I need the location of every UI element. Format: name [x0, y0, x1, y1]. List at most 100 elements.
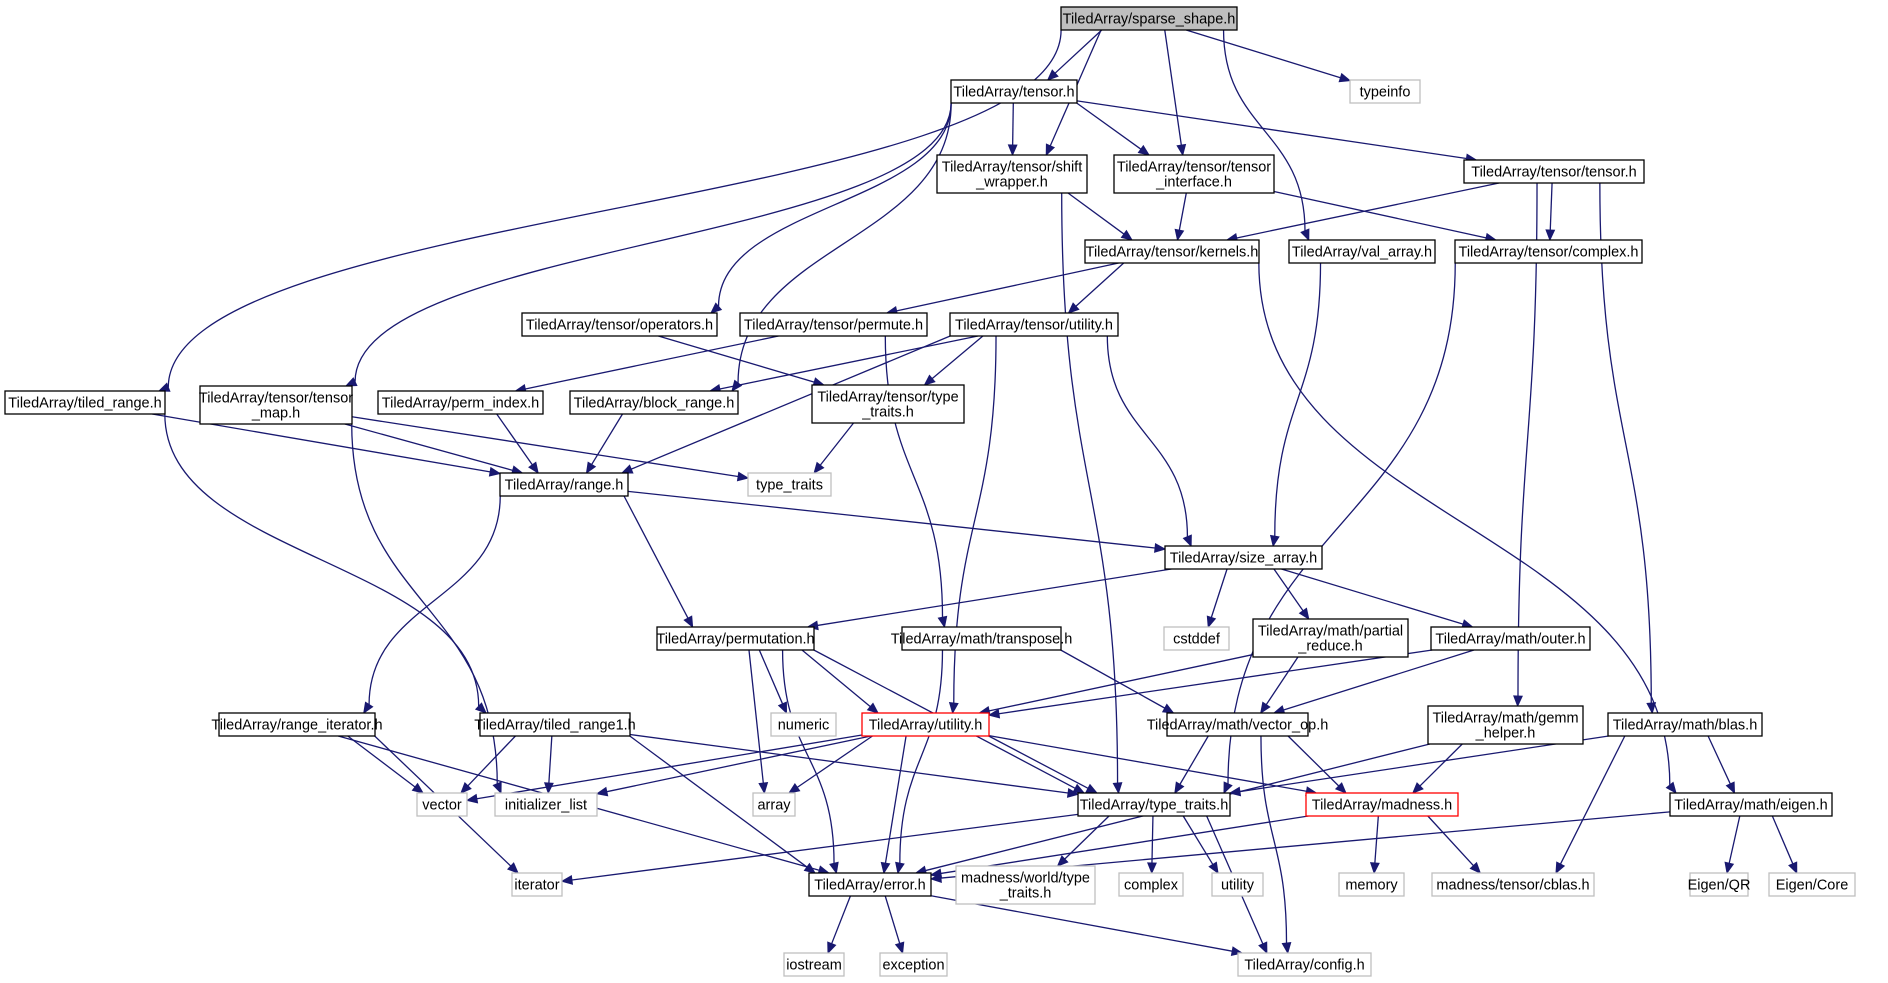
node-label: _traits.h — [999, 886, 1052, 902]
node-utility-h[interactable]: TiledArray/utility.h — [861, 712, 990, 737]
node-box — [1113, 154, 1275, 194]
edge-kernels-to-permute — [896, 262, 1119, 312]
node-memory: memory — [1338, 872, 1405, 897]
node-transpose[interactable]: TiledArray/math/transpose.h — [891, 626, 1073, 651]
arrowhead-icon — [1788, 861, 1798, 875]
edge-tensor-to-block_range — [737, 102, 952, 384]
node-tiled-range[interactable]: TiledArray/tiled_range.h — [4, 390, 166, 415]
arrowhead-icon — [1545, 229, 1556, 242]
arrowhead-icon — [1174, 781, 1185, 795]
edge-range-to-size_array — [627, 490, 1156, 549]
edge-kernels-to-tensor_utility — [1075, 262, 1125, 307]
edge-vector_op-to-ta_type_traits — [1179, 735, 1209, 785]
arrowhead-icon — [1112, 782, 1123, 795]
edge-ta_type_traits-to-utility_std — [1182, 815, 1214, 865]
node-tensor-type-traits[interactable]: TiledArray/tensor/type_traits.h — [811, 384, 965, 424]
node-size-array[interactable]: TiledArray/size_array.h — [1164, 545, 1323, 570]
arrowhead-icon — [1513, 695, 1523, 708]
node-tensor-map[interactable]: TiledArray/tensor/tensor_map.h — [199, 385, 353, 425]
edge-blas-to-cblas — [1559, 735, 1626, 865]
arrowhead-icon — [1154, 543, 1167, 553]
node-complex-h[interactable]: TiledArray/tensor/complex.h — [1454, 239, 1643, 264]
node-operators[interactable]: TiledArray/tensor/operators.h — [521, 312, 718, 337]
node-outer[interactable]: TiledArray/math/outer.h — [1430, 626, 1591, 651]
node-tiled-range1[interactable]: TiledArray/tiled_range1.h — [474, 712, 636, 737]
edge-blas-to-ta_type_traits — [1239, 735, 1609, 793]
edge-tensor_map-to-type_traits_std — [351, 416, 739, 478]
arrowhead-icon — [803, 862, 817, 874]
edge-tensor-to-tensor_map — [354, 102, 952, 382]
node-range[interactable]: TiledArray/range.h — [499, 472, 629, 497]
edge-outer-to-vector_op — [1283, 649, 1475, 711]
node-box — [494, 792, 598, 817]
node-madness[interactable]: TiledArray/madness.h — [1305, 792, 1459, 817]
node-label: Eigen/QR — [1688, 878, 1751, 894]
arrowhead-icon — [1369, 862, 1380, 875]
node-box — [1211, 872, 1264, 897]
edge-utility_h-to-vector — [476, 734, 863, 800]
node-permute[interactable]: TiledArray/tensor/permute.h — [739, 312, 928, 337]
edge-tensor_tensor-to-blas — [1599, 182, 1652, 704]
node-block-range[interactable]: TiledArray/block_range.h — [569, 390, 739, 415]
arrowhead-icon — [736, 471, 750, 482]
edge-val_array-to-size_array — [1274, 262, 1322, 537]
arrowhead-icon — [1161, 703, 1175, 714]
node-tensor[interactable]: TiledArray/tensor.h — [950, 79, 1078, 104]
edges-layer — [152, 29, 1798, 956]
node-tensor-utility[interactable]: TiledArray/tensor/utility.h — [949, 312, 1119, 337]
node-initializer-list: initializer_list — [494, 792, 598, 817]
node-box — [1166, 712, 1309, 737]
node-label: Eigen/Core — [1776, 878, 1849, 894]
node-box — [1427, 705, 1584, 745]
arrowhead-icon — [1007, 144, 1018, 157]
node-label: _traits.h — [861, 405, 914, 421]
edge-error-to-config — [930, 895, 1233, 952]
node-kernels[interactable]: TiledArray/tensor/kernels.h — [1084, 239, 1260, 264]
node-label: _reduce.h — [1297, 639, 1363, 655]
node-label: TiledArray/block_range.h — [574, 396, 735, 412]
node-sparse-shape[interactable]: TiledArray/sparse_shape.h — [1060, 6, 1238, 31]
node-eigen[interactable]: TiledArray/math/eigen.h — [1669, 792, 1833, 817]
arrowhead-icon — [1085, 783, 1099, 794]
edge-size_array-to-outer — [1281, 568, 1464, 625]
node-box — [656, 626, 815, 651]
node-label: _wrapper.h — [975, 175, 1048, 191]
edge-size_array-to-cstddef — [1210, 568, 1228, 618]
node-label: TiledArray/math/eigen.h — [1674, 798, 1827, 814]
edge-tensor_interface-to-kernels — [1178, 192, 1187, 231]
arrowhead-icon — [1046, 69, 1059, 81]
node-ta-type-traits[interactable]: TiledArray/type_traits.h — [1077, 792, 1231, 817]
edge-tiled_range-to-tiled_range1 — [164, 413, 480, 707]
node-cblas: madness/tensor/cblas.h — [1431, 872, 1595, 897]
node-permutation[interactable]: TiledArray/permutation.h — [656, 626, 815, 651]
node-box — [416, 792, 468, 817]
node-vector-op[interactable]: TiledArray/math/vector_op.h — [1147, 712, 1329, 737]
node-label: TiledArray/utility.h — [869, 718, 983, 734]
edge-utility_h-to-initializer_list — [606, 735, 872, 793]
node-val-array[interactable]: TiledArray/val_array.h — [1288, 239, 1436, 264]
node-label: TiledArray/tensor/tensor — [199, 391, 353, 407]
arrowhead-icon — [827, 941, 837, 955]
node-label: TiledArray/val_array.h — [1292, 245, 1432, 261]
node-tensor-tensor[interactable]: TiledArray/tensor/tensor.h — [1463, 159, 1645, 184]
edge-utility_h-to-array — [796, 735, 873, 788]
node-label: TiledArray/math/vector_op.h — [1147, 718, 1329, 734]
node-label: TiledArray/tensor/permute.h — [744, 318, 923, 334]
arrowhead-icon — [1174, 228, 1185, 242]
node-label: _map.h — [251, 406, 300, 422]
node-box — [739, 312, 928, 337]
edge-ta_type_traits-to-complex_std — [1151, 815, 1154, 864]
node-box — [1454, 239, 1643, 264]
node-error[interactable]: TiledArray/error.h — [808, 872, 932, 897]
node-label: TiledArray/tensor.h — [953, 85, 1074, 101]
node-label: iterator — [514, 878, 559, 894]
node-blas[interactable]: TiledArray/math/blas.h — [1607, 712, 1763, 737]
node-gemm-helper[interactable]: TiledArray/math/gemm_helper.h — [1427, 705, 1584, 745]
node-shift-wrapper[interactable]: TiledArray/tensor/shift_wrapper.h — [936, 154, 1088, 194]
node-perm-index[interactable]: TiledArray/perm_index.h — [377, 390, 544, 415]
node-range-iterator[interactable]: TiledArray/range_iterator.h — [211, 712, 383, 737]
node-tensor-interface[interactable]: TiledArray/tensor/tensor_interface.h — [1113, 154, 1275, 194]
arrowhead-icon — [987, 708, 1001, 719]
edge-tiled_range1-to-initializer_list — [548, 735, 553, 784]
node-partial-reduce[interactable]: TiledArray/math/partial_reduce.h — [1252, 618, 1409, 658]
